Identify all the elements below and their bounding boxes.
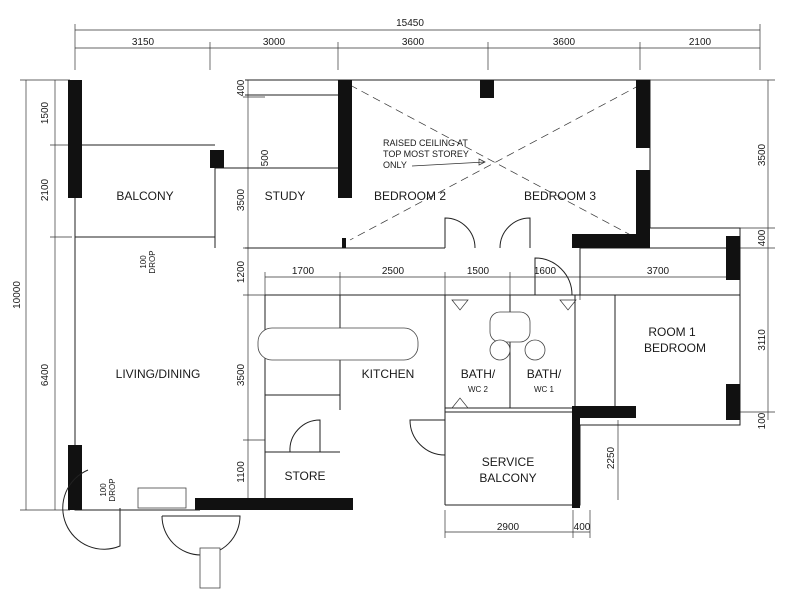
dim-right-3110: 3110 — [757, 329, 768, 351]
dim-right-400: 400 — [757, 229, 768, 246]
dim-top-4: 3600 — [553, 37, 576, 48]
dim-int-2500: 2500 — [382, 266, 405, 277]
label-bath1-b: WC 2 — [468, 385, 489, 394]
doors — [62, 217, 573, 556]
door-entry[interactable] — [62, 469, 121, 550]
note-line-1: RAISED CEILING AT — [383, 138, 468, 148]
room-labels: BALCONY STUDY BEDROOM 2 BEDROOM 3 LIVING… — [116, 189, 706, 485]
dim-bottom-2900: 2900 — [497, 522, 520, 533]
label-service-a: SERVICE — [482, 455, 534, 469]
dim-top-2: 3000 — [263, 37, 286, 48]
door-bedroom3[interactable] — [499, 217, 531, 249]
dim-study-400: 400 — [236, 79, 247, 96]
drop-entry: 100DROP — [99, 478, 117, 501]
dim-overall-width: 15450 — [396, 18, 424, 29]
label-bath2-a: BATH/ — [527, 367, 562, 381]
right-dimensions: 3500 400 3110 100 2250 — [606, 79, 775, 500]
dim-overall-height: 10000 — [12, 281, 23, 309]
door-store[interactable] — [289, 419, 321, 453]
label-bath1-a: BATH/ — [461, 367, 496, 381]
dim-service-2250: 2250 — [606, 446, 617, 469]
left-dimensions: 1500 2100 6400 10000 — [12, 79, 72, 511]
label-bedroom3: BEDROOM 3 — [524, 189, 596, 203]
dim-int-1600: 1600 — [534, 266, 557, 277]
label-service-b: BALCONY — [479, 471, 536, 485]
dim-study-3500a: 3500 — [236, 188, 247, 211]
dim-study-3500b: 3500 — [236, 363, 247, 386]
label-master-b: BEDROOM — [644, 341, 706, 355]
dim-top-5: 2100 — [689, 37, 712, 48]
dim-bottom-400: 400 — [574, 522, 591, 533]
label-bedroom2: BEDROOM 2 — [374, 189, 446, 203]
fixtures — [137, 299, 577, 589]
dim-left-2: 2100 — [40, 178, 51, 201]
dim-right-100: 100 — [757, 412, 768, 429]
dim-left-3: 6400 — [40, 363, 51, 386]
label-living: LIVING/DINING — [116, 367, 201, 381]
note-line-2: TOP MOST STOREY — [383, 149, 469, 159]
drop-markers: 100DROP 100DROP — [99, 250, 157, 501]
dim-int-1500: 1500 — [467, 266, 490, 277]
drop-balcony: 100DROP — [139, 250, 157, 273]
door-service[interactable] — [409, 419, 446, 456]
label-balcony: BALCONY — [116, 189, 173, 203]
kitchen-counter — [257, 327, 419, 361]
label-store: STORE — [284, 469, 325, 483]
dim-right-3500: 3500 — [757, 143, 768, 166]
label-study: STUDY — [265, 189, 306, 203]
raised-ceiling-lines — [349, 84, 641, 241]
label-master-a: ROOM 1 — [648, 325, 696, 339]
top-dimensions: 15450 3150 3000 3600 3600 2100 — [74, 18, 761, 70]
dim-study-1200: 1200 — [236, 260, 247, 283]
dim-int-1700: 1700 — [292, 266, 315, 277]
note-line-3: ONLY — [383, 160, 407, 170]
study-dimensions: 400 3500 1200 3500 1100 500 — [236, 79, 271, 500]
dim-int-3700: 3700 — [647, 266, 670, 277]
walls — [68, 80, 740, 510]
label-bath2-b: WC 1 — [534, 385, 555, 394]
dim-top-3: 3600 — [402, 37, 425, 48]
door-master[interactable] — [534, 257, 573, 296]
bottom-dimensions: 2900 400 — [444, 510, 591, 538]
dim-left-1: 1500 — [40, 101, 51, 124]
door-bedroom2[interactable] — [444, 217, 476, 249]
label-kitchen: KITCHEN — [362, 367, 415, 381]
dim-study-1100: 1100 — [236, 461, 247, 483]
ceiling-note: RAISED CEILING AT TOP MOST STOREY ONLY — [383, 138, 486, 170]
dim-top-1: 3150 — [132, 37, 155, 48]
dim-mid-500: 500 — [260, 149, 271, 166]
